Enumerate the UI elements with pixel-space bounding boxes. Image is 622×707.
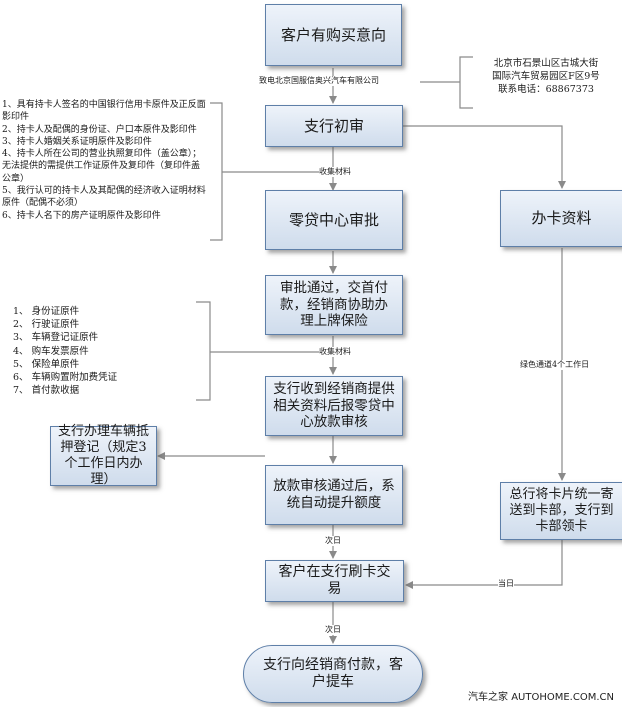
list-item: 7、 首付款收据 (13, 385, 80, 397)
node-mortgage-registration: 支行办理车辆抵押登记（规定3个工作日内办理） (50, 424, 157, 487)
bracket-card-docs (210, 102, 223, 241)
label-collect-materials-2: 收集材料 (319, 347, 351, 357)
list-item: 2、 行驶证原件 (13, 319, 80, 331)
list-item: 3、 车辆登记证原件 (13, 332, 99, 344)
list-item: 6、 车辆购置附加费凭证 (13, 372, 118, 384)
contact-address-1: 北京市石景山区古城大街 (493, 58, 599, 69)
arrow-delivery-to-swipe (405, 540, 563, 589)
arrow-review-to-card (403, 125, 566, 189)
label-green-channel: 绿色通道4个工作日 (520, 360, 590, 370)
list-item: 1、具有持卡人签名的中国银行信用卡原件及正反面影印件 (2, 100, 206, 123)
bracket-contact (459, 56, 473, 109)
list-item: 3、持卡人婚姻关系证明原件及影印件 (2, 136, 152, 147)
list-item: 5、 保险单原件 (13, 358, 80, 370)
list-item: 1、 身份证原件 (13, 306, 80, 317)
node-approved-down-payment: 审批通过，交首付款，经销商协助办理上牌保险 (265, 275, 403, 335)
label-next-day-2: 次日 (325, 625, 341, 635)
node-purchase-intent: 客户有购买意向 (265, 4, 402, 66)
contact-phone: 联系电话：68867373 (498, 84, 594, 95)
bracket-loan-docs (196, 301, 211, 401)
label-same-day: 当日 (498, 579, 514, 589)
node-card-delivery: 总行将卡片统一寄送到卡部，支行到卡部领卡 (500, 482, 622, 540)
list-item: 2、持卡人及配偶的身份证、户口本原件及影印件 (2, 124, 197, 135)
node-auto-credit-raise: 放款审核通过后，系统自动提升额度 (265, 465, 403, 525)
watermark: 汽车之家 AUTOHOME.COM.CN (468, 692, 614, 703)
loan-docs-list: 1、 身份证原件 2、 行驶证原件 3、 车辆登记证原件 4、 购车发票原件 5… (13, 305, 193, 397)
list-item: 6、持卡人名下的房产证明原件及影印件 (2, 210, 161, 221)
label-dealer-notice: 致电北京国服信奥兴汽车有限公司 (259, 76, 379, 86)
card-docs-list: 1、具有持卡人签名的中国银行信用卡原件及正反面影印件 2、持卡人及配偶的身份证、… (2, 99, 208, 222)
node-card-materials: 办卡资料 (500, 190, 622, 247)
contact-address-2: 国际汽车贸易园区F区9号 (492, 71, 600, 82)
list-item: 4、 购车发票原件 (13, 345, 89, 357)
label-collect-materials-1: 收集材料 (319, 167, 351, 177)
node-swipe-transaction: 客户在支行刷卡交易 (265, 560, 404, 602)
list-item: 4、持卡人所在公司的营业执照复印件（盖公章）；无法提供的需提供工作证原件及复印件… (2, 149, 202, 184)
node-branch-submit-loan: 支行收到经销商提供相关资料后报零贷中心放款审核 (265, 376, 403, 436)
node-pay-dealer: 支行向经销商付款，客户提车 (243, 645, 423, 703)
node-retail-center-review: 零贷中心审批 (265, 190, 403, 250)
list-item: 5、我行认可的持卡人及其配偶的经济收入证明材料原件（配偶不必须） (2, 186, 206, 209)
label-next-day-1: 次日 (325, 536, 341, 546)
node-branch-review: 支行初审 (265, 105, 403, 147)
contact-info: 北京市石景山区古城大街 国际汽车贸易园区F区9号 联系电话：68867373 (476, 57, 616, 96)
